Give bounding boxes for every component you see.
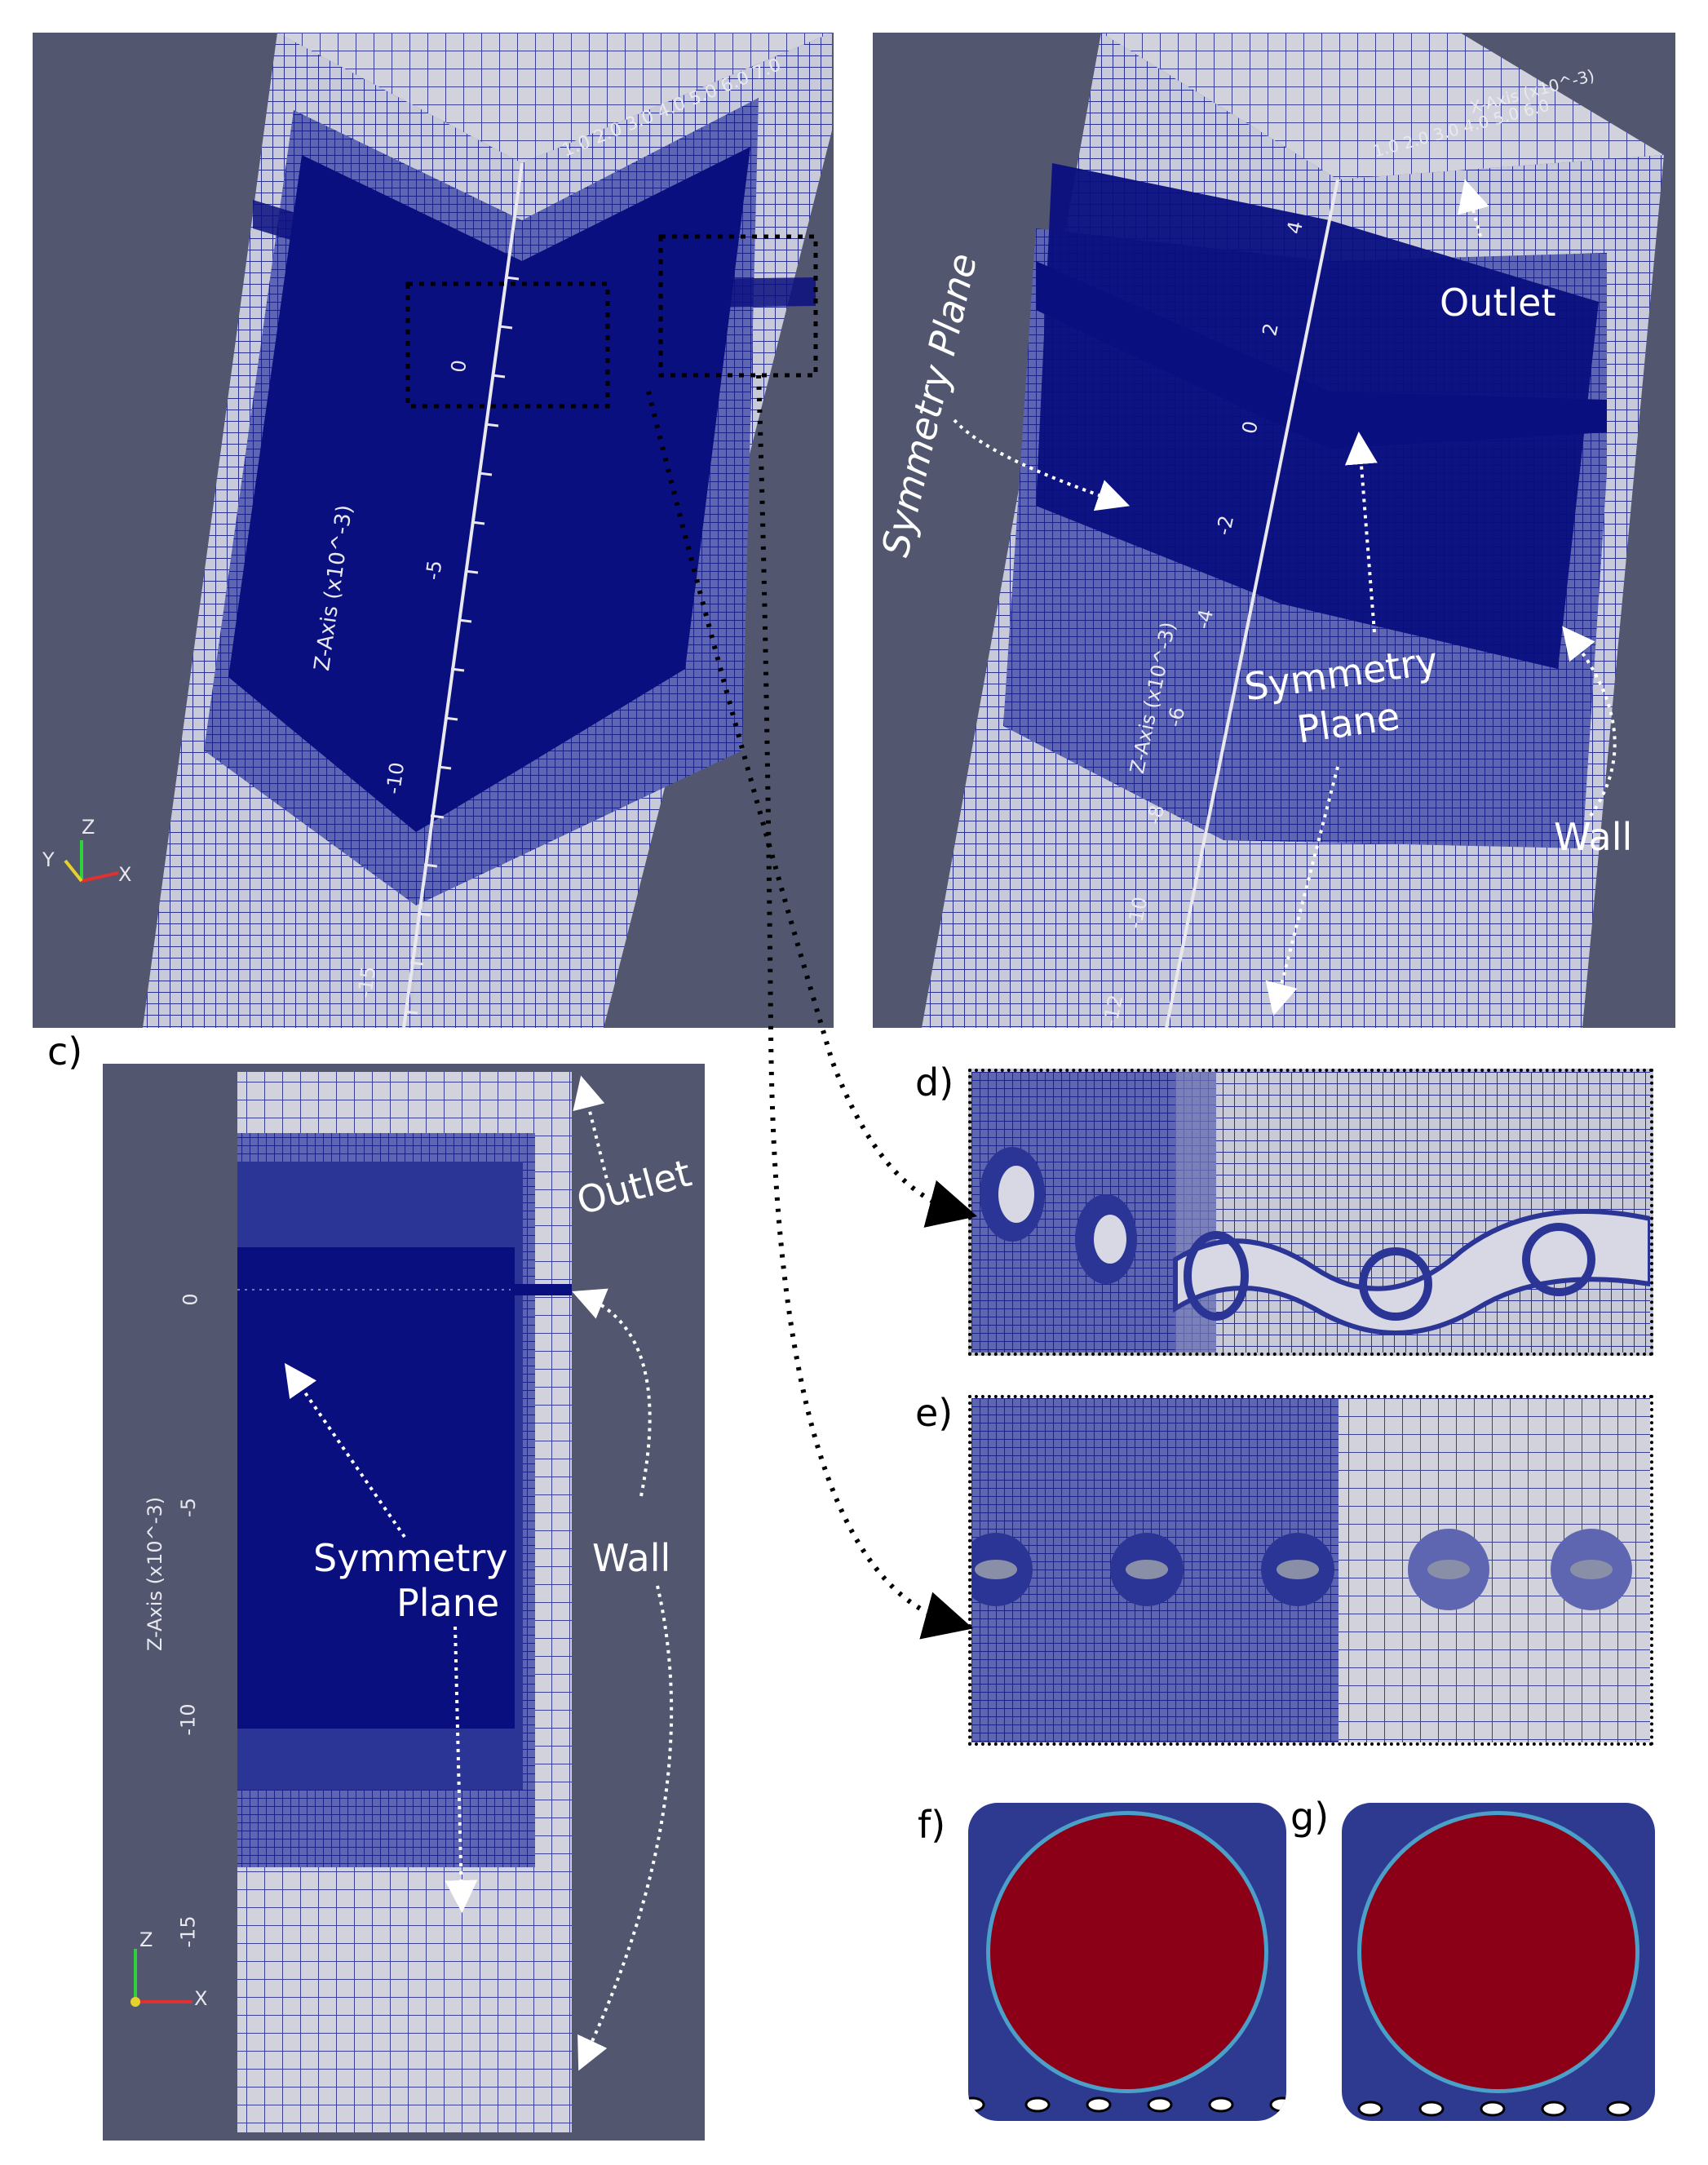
c-label-plane: Plane [396, 1581, 500, 1625]
panel-c: Z X Z-Axis (x10^-3) 0 -5 -10 -15 Outlet … [103, 1064, 705, 2141]
d-droplet-2 [1075, 1194, 1137, 1284]
tick-c-0: 0 [179, 1293, 202, 1306]
panel-c-mesh [131, 1072, 674, 2132]
panel-f [968, 1803, 1286, 2121]
panel-g [1342, 1803, 1655, 2121]
triad-c-x: X [194, 1987, 208, 2010]
c-arrow-symmetry-up [284, 1362, 406, 1539]
triad-a-y: Y [42, 848, 55, 871]
refined-region-inner [228, 147, 750, 832]
panel-a-mesh [64, 33, 832, 1028]
e-holes [971, 1529, 1632, 1610]
tick-c-3: -15 [176, 1915, 200, 1948]
panel-e-label: e) [915, 1391, 954, 1435]
triad-a-z: Z [82, 816, 95, 839]
b-column-edge [1165, 179, 1339, 1028]
b-top-face [1101, 33, 1664, 179]
c-refined-inner [237, 1247, 515, 1729]
panel-e [968, 1395, 1653, 1746]
label-wall-b: Wall [1554, 815, 1633, 859]
panel-b: Outlet Symmetry Plane Symmetry Plane Wal… [873, 33, 1675, 1028]
g-holes [1357, 2101, 1632, 2117]
panel-d-label: d) [915, 1060, 954, 1105]
triad-c [131, 1949, 192, 2007]
c-arrow-wall-up [572, 1288, 652, 1497]
g-droplet [1361, 1815, 1635, 2089]
c-arrow-wall-down [577, 1585, 674, 2071]
zoom-box-e [658, 234, 818, 378]
f-droplet [990, 1815, 1264, 2089]
zoom-box-d [405, 281, 610, 409]
d-droplet-1 [980, 1147, 1045, 1242]
column-top-face [277, 33, 832, 163]
arrow-symmetry-up [1344, 432, 1378, 633]
panel-f-field [968, 1811, 1286, 2113]
f-holes [968, 2096, 1286, 2113]
panel-g-label: g) [1290, 1795, 1330, 1839]
tick-a-1: -5 [421, 559, 447, 582]
panel-e-mesh [971, 1398, 1650, 1742]
tick-c-2: -10 [176, 1703, 200, 1736]
arrow-wall [1562, 626, 1617, 817]
triad-c-z: Z [139, 1928, 153, 1951]
panel-a: Z Y X Z-Axis (x10^-3) 1.0 2.0 3.0 4.0 5.… [33, 33, 834, 1028]
d-filament-rings [1184, 1223, 1595, 1321]
c-label-symmetry: Symmetry [313, 1536, 508, 1580]
c-arrow-outlet [573, 1075, 610, 1187]
triad-a-x: X [118, 863, 132, 886]
panel-d [968, 1069, 1653, 1356]
triad-a [64, 840, 119, 883]
tick-a-2: -10 [382, 760, 409, 796]
panel-b-mesh [922, 33, 1664, 1028]
panel-f-label: f) [918, 1803, 946, 1847]
symmetry-band [253, 200, 816, 310]
tick-c-1: -5 [176, 1498, 200, 1517]
panel-c-label: c) [47, 1029, 83, 1074]
b-symmetry-band [1036, 261, 1607, 449]
axis-ticks-a [404, 276, 520, 1015]
c-label-wall: Wall [592, 1536, 671, 1580]
c-symmetry-band [237, 1284, 572, 1295]
panel-c-axis-title: Z-Axis (x10^-3) [144, 1496, 166, 1651]
label-outlet-b: Outlet [1440, 281, 1556, 325]
tick-a-3: -15 [353, 964, 381, 1000]
panel-d-mesh [971, 1072, 1650, 1353]
panel-g-field [1357, 1811, 1639, 2117]
column-edge [402, 162, 524, 1028]
